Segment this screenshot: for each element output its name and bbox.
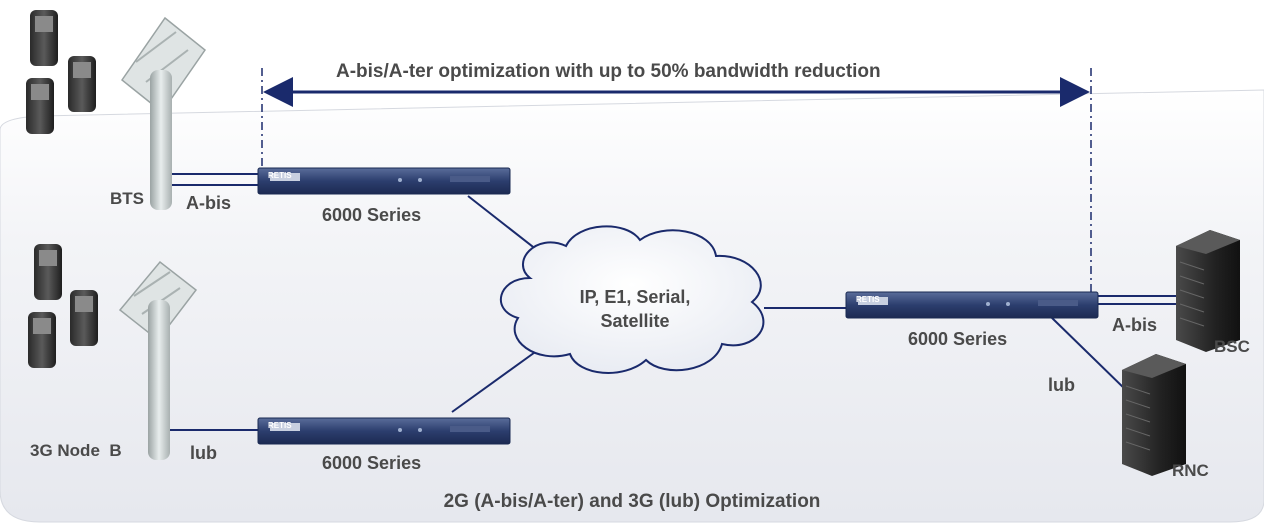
nodeb-label: 3G Node B	[30, 441, 122, 460]
device-brand: RETIS	[856, 295, 880, 304]
abis-link-bts	[172, 173, 262, 186]
device-6000-series	[257, 167, 511, 195]
mobile-phone-icon	[26, 10, 96, 134]
device-brand: RETIS	[268, 421, 292, 430]
bsc-label: BSC	[1214, 337, 1250, 356]
link-device2-cloud	[451, 349, 539, 413]
rnc-server-icon	[1122, 354, 1186, 476]
banner-text: A-bis/A-ter optimization with up to 50% …	[336, 61, 881, 82]
rnc-link-label: lub	[1048, 375, 1075, 395]
bsc-link-label: A-bis	[1112, 315, 1157, 335]
bsc-server-icon	[1176, 230, 1240, 352]
cloud-label-line1: IP, E1, Serial,	[579, 287, 691, 307]
cell-tower-icon	[120, 16, 207, 210]
bts-label: BTS	[110, 189, 144, 208]
abis-link-bsc	[1098, 295, 1180, 305]
device-label: 6000 Series	[908, 329, 1008, 349]
bts-link-label: A-bis	[186, 193, 231, 213]
rnc-label: RNC	[1172, 461, 1209, 480]
device-6000-series	[845, 291, 1099, 319]
network-cloud	[499, 225, 765, 374]
device-brand: RETIS	[268, 171, 292, 180]
device-6000-series	[257, 417, 511, 445]
cell-tower-icon	[118, 260, 198, 460]
mobile-phone-icon	[28, 244, 98, 368]
cloud-label-line2: Satellite	[600, 311, 670, 331]
footer-caption: 2G (A-bis/A-ter) and 3G (lub) Optimizati…	[443, 491, 821, 512]
lub-link-rnc	[1049, 315, 1129, 393]
device-label: 6000 Series	[322, 453, 422, 473]
device-label: 6000 Series	[322, 205, 422, 225]
nodeb-link-label: lub	[190, 443, 217, 463]
